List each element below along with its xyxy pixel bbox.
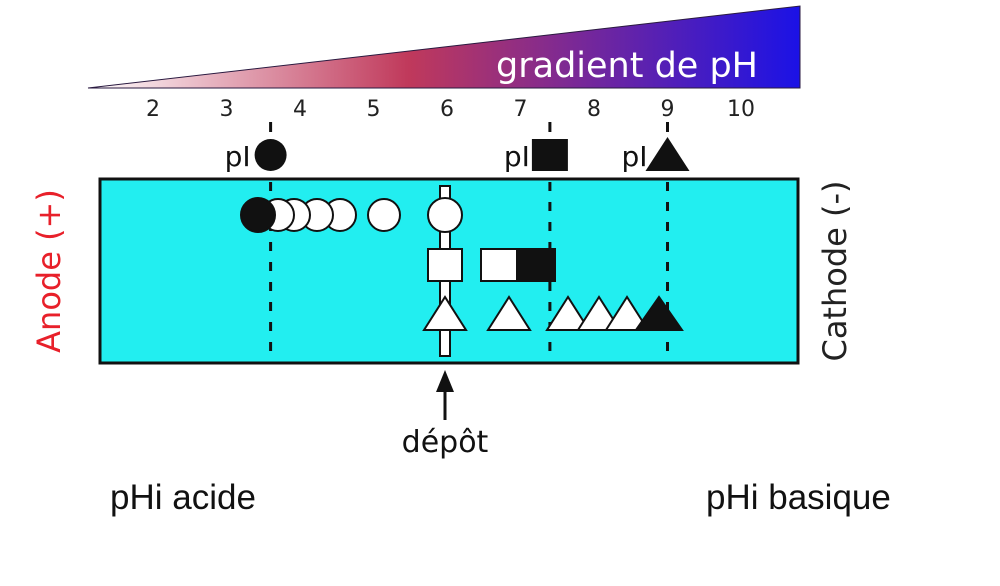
ph-tick-label: 2 <box>146 97 160 122</box>
pi-label-circle: pI <box>225 140 251 173</box>
square-protein-step <box>480 248 518 282</box>
caption-basic: pHi basique <box>706 478 891 517</box>
pi-label-triangle: pI <box>621 140 647 173</box>
triangle-protein-step <box>486 295 532 331</box>
caption-acidic: pHi acide <box>110 478 256 517</box>
pi-marker-square <box>531 139 568 171</box>
ph-gradient-wedge <box>87 5 801 89</box>
triangle-protein-step <box>576 295 622 331</box>
gradient-title: gradient de pH <box>496 46 758 86</box>
triangle-protein-step <box>545 295 591 331</box>
ph-tick-label: 8 <box>587 97 601 122</box>
ph-tick-label: 7 <box>514 97 528 122</box>
ph-tick-label: 5 <box>367 97 381 122</box>
pi-label-square: pI <box>504 140 530 173</box>
triangle-protein-step <box>604 295 650 331</box>
deposit-arrow <box>436 370 454 420</box>
circle-protein-final <box>240 197 276 233</box>
anode-label: Anode (+) <box>30 189 68 353</box>
ph-tick-label: 6 <box>440 97 454 122</box>
pi-markers: pI pI pI <box>225 122 690 173</box>
ph-tick-label: 4 <box>293 97 307 122</box>
ph-tick-label: 3 <box>220 97 234 122</box>
pi-marker-triangle <box>645 137 690 171</box>
triangle-protein-final <box>634 295 684 331</box>
square-protein-deposit <box>427 248 463 282</box>
cathode-label: Cathode (-) <box>816 180 854 361</box>
pi-marker-circle <box>254 139 287 171</box>
deposit-label: dépôt <box>402 425 489 460</box>
ph-tick-label: 9 <box>661 97 675 122</box>
triangle-protein-path <box>422 295 684 331</box>
triangle-protein-deposit <box>422 295 468 331</box>
ph-tick-label: 10 <box>727 97 755 122</box>
circle-protein-deposit <box>427 197 463 233</box>
ph-scale: 2 3 4 5 6 7 8 9 10 <box>146 97 755 122</box>
square-protein-final <box>516 248 556 282</box>
square-protein-path <box>427 248 556 282</box>
circle-protein-step <box>367 198 401 232</box>
circle-protein-path <box>240 197 463 233</box>
